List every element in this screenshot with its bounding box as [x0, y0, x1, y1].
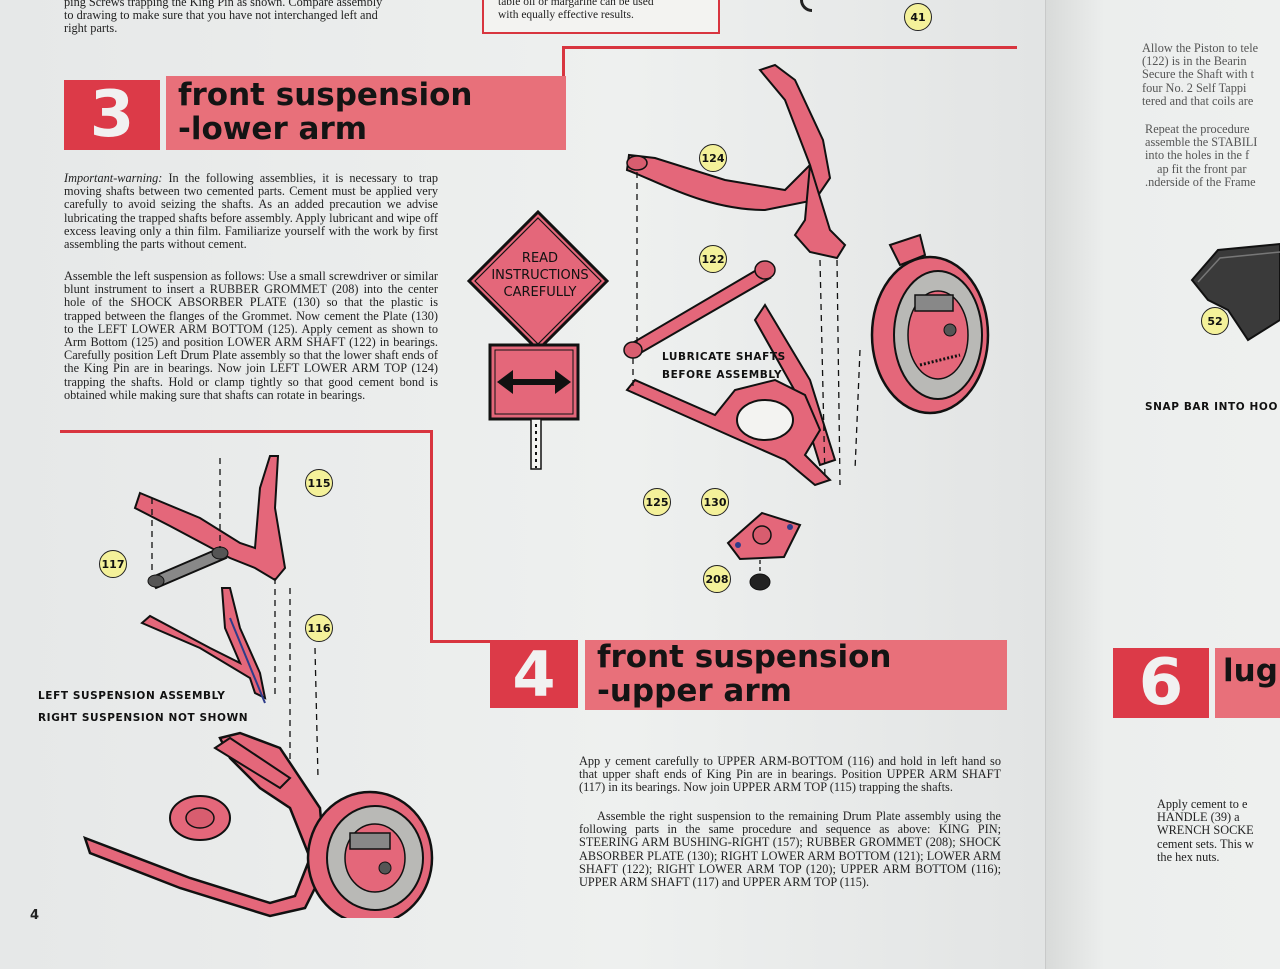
- callout-124: 124: [699, 144, 727, 172]
- section4-connector-h: [430, 640, 492, 643]
- section3-assembly-text: Assemble the left suspension as follows:…: [64, 269, 438, 402]
- callout-116: 116: [305, 614, 333, 642]
- right-page-mid-text: Repeat the procedure assemble the STABIL…: [1145, 122, 1258, 189]
- section3-rule-v: [562, 46, 565, 76]
- right-page-top-text: Allow the Piston to tele (122) is in the…: [1142, 41, 1259, 108]
- section6-number: 6: [1113, 646, 1209, 720]
- read-instructions-sign: [466, 210, 610, 470]
- section4-para1: App y cement carefully to UPPER ARM-BOTT…: [579, 754, 1001, 795]
- callout-122: 122: [699, 245, 727, 273]
- callout-208: 208: [703, 565, 731, 593]
- callout-115: 115: [305, 469, 333, 497]
- suspension-assembly-label: LEFT SUSPENSION ASSEMBLY RIGHT SUSPENSIO…: [38, 690, 249, 724]
- right-page-bottom-text: Apply cement to e HANDLE (39) a WRENCH S…: [1157, 797, 1254, 864]
- callout-52: 52: [1201, 307, 1229, 335]
- snap-bar-label: SNAP BAR INTO HOO: [1145, 401, 1278, 413]
- section4-number: 4: [490, 638, 578, 711]
- shock-plate-diagram: [726, 511, 802, 591]
- page-number: 4: [30, 908, 40, 923]
- section4-title: front suspension -upper arm: [585, 640, 1007, 710]
- section3-title: front suspension -lower arm: [166, 76, 566, 150]
- callout-130: 130: [701, 488, 729, 516]
- drum-plate-diagram: [870, 233, 990, 415]
- upper-arm-diagram: [82, 455, 434, 918]
- lower-arm-diagram: [623, 63, 861, 487]
- callout-125: 125: [643, 488, 671, 516]
- frame-part-diagram: [1190, 242, 1280, 342]
- sign-text: READ INSTRUCTIONS CAREFULLY: [491, 251, 589, 300]
- section3-bottom-rule: [60, 430, 432, 433]
- section4-para2: Assemble the right suspension to the rem…: [579, 809, 1001, 890]
- section4-connector-v: [430, 430, 433, 643]
- lubricate-label: LUBRICATE SHAFTS BEFORE ASSEMBLY: [662, 351, 786, 381]
- top-left-text: ping Screws trapping the King Pin as sho…: [64, 0, 383, 36]
- top-tip-box: table oil or margarine can be used with …: [482, 0, 720, 34]
- top-right-rule: [800, 0, 812, 12]
- section6-title: lug: [1215, 648, 1280, 718]
- right-page: [1045, 0, 1280, 969]
- callout-41: 41: [904, 3, 932, 31]
- section3-number: 3: [64, 78, 160, 152]
- callout-117: 117: [99, 550, 127, 578]
- section3-rule-h: [562, 46, 1017, 49]
- section3-warning: Important-warning: In the following asse…: [64, 171, 438, 252]
